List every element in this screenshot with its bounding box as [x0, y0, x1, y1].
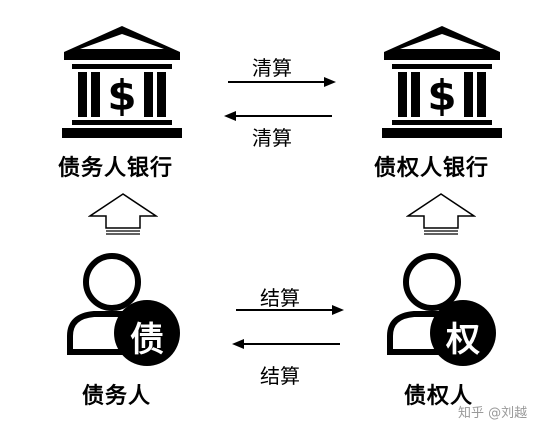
debtor-bank-label: 债务人银行 — [58, 156, 174, 181]
svg-text:$: $ — [427, 71, 456, 120]
creditor-up-arrow-icon — [406, 193, 476, 235]
settlement-arrow-left — [232, 339, 340, 349]
settlement-label-top: 结算 — [260, 286, 300, 310]
settlement-label-bottom: 结算 — [260, 364, 300, 388]
creditor-badge — [430, 300, 496, 366]
debtor-bank-icon: $ — [62, 26, 182, 138]
watermark: 知乎 @刘越 — [458, 406, 528, 421]
debtor-badge-text: 债 — [130, 320, 164, 360]
clearing-label-bottom: 清算 — [252, 126, 292, 150]
creditor-label: 债权人 — [404, 384, 474, 409]
clearing-arrow-right — [228, 77, 336, 87]
creditor-badge-text: 权 — [446, 320, 480, 360]
clearing-label-top: 清算 — [252, 56, 292, 80]
creditor-bank-label: 债权人银行 — [374, 156, 490, 181]
clearing-arrow-left — [224, 111, 332, 121]
debtor-up-arrow-icon — [88, 193, 158, 235]
debtor-label: 债务人 — [82, 384, 152, 409]
creditor-bank-icon: $ — [382, 26, 502, 138]
debtor-badge — [114, 300, 180, 366]
settlement-arrow-right — [236, 305, 344, 315]
debtor-person-icon — [67, 253, 153, 355]
svg-text:$: $ — [107, 71, 136, 120]
